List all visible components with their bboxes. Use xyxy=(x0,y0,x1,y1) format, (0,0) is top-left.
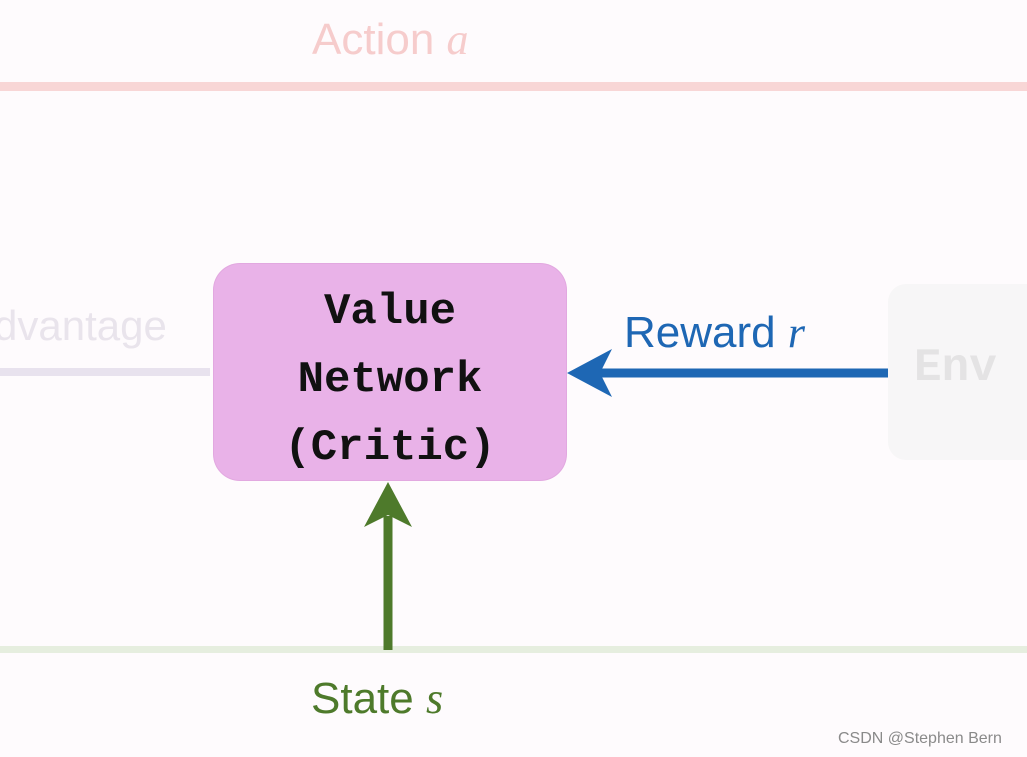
state-variable: s xyxy=(425,674,444,723)
advantage-line xyxy=(0,368,210,376)
state-label: State s xyxy=(311,673,443,724)
value-network-line1: Value xyxy=(323,287,457,337)
action-text: Action xyxy=(312,15,435,64)
value-network-box xyxy=(214,264,566,480)
reward-text: Reward xyxy=(624,308,776,357)
value-network-line2: Network xyxy=(297,355,483,405)
reward-variable: r xyxy=(787,308,805,357)
state-text: State xyxy=(311,674,414,723)
value-network-line3: (Critic) xyxy=(284,423,496,473)
state-line xyxy=(0,646,1027,653)
watermark: CSDN @Stephen Bern xyxy=(838,730,1002,747)
environment-box xyxy=(888,284,1027,460)
value-network-label: Value Network (Critic) xyxy=(214,278,566,482)
reward-label: Reward r xyxy=(624,307,805,358)
action-variable: a xyxy=(446,15,469,64)
advantage-label: dvantage xyxy=(0,302,167,349)
reward-arrow xyxy=(567,349,888,397)
action-line xyxy=(0,82,1027,91)
action-label: Action a xyxy=(312,14,469,65)
environment-label: Env xyxy=(914,342,997,394)
state-arrow xyxy=(364,482,412,650)
